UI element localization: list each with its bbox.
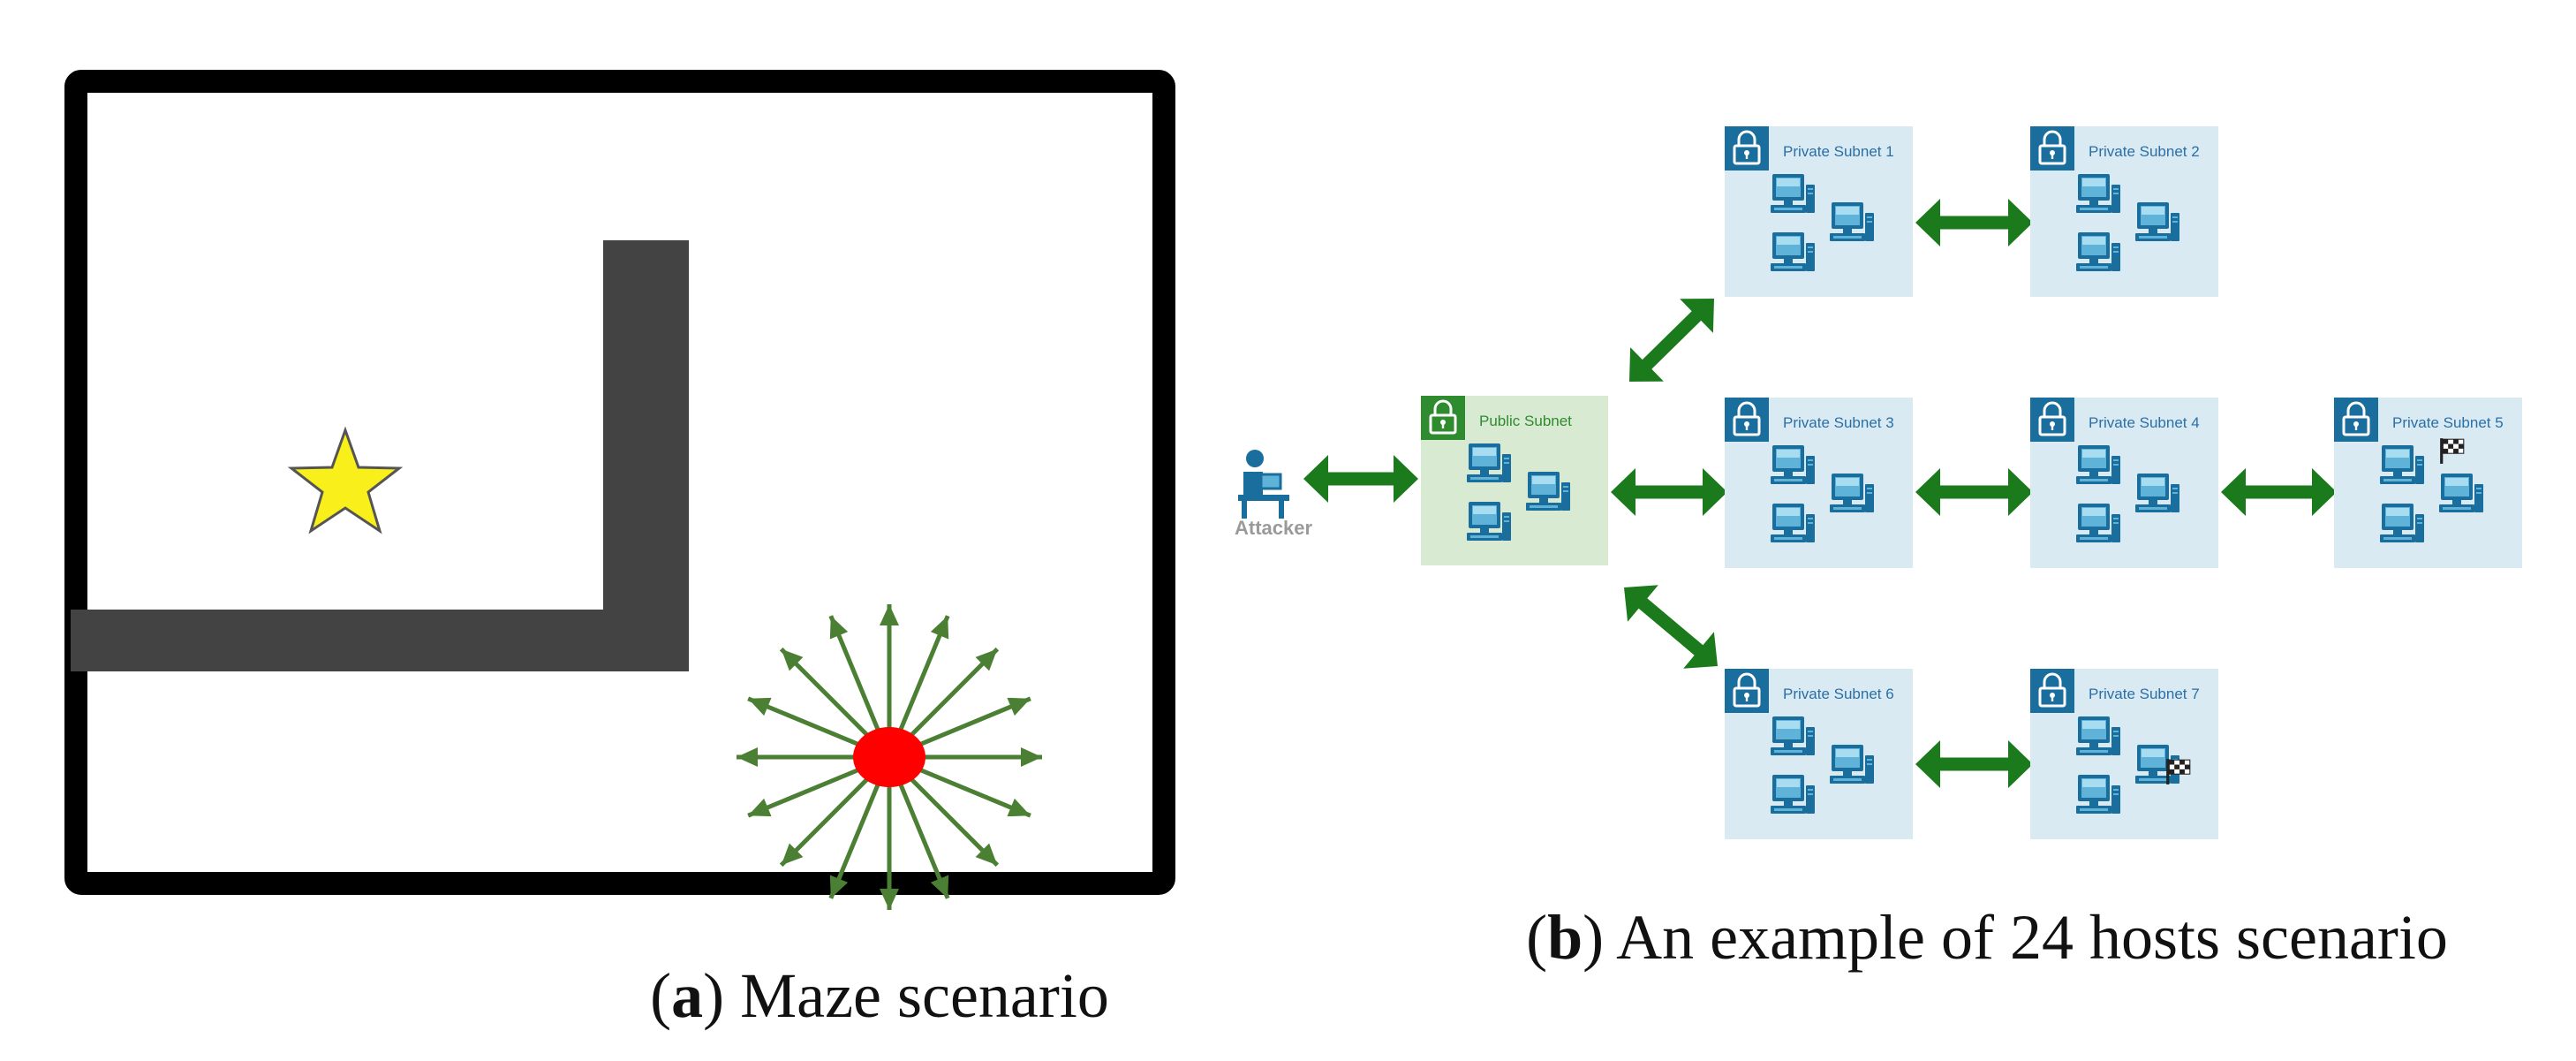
network-panel: Attacker Public Subnet Private Subnet 1 Pr… xyxy=(1235,126,2522,839)
link-subnet3-subnet4 xyxy=(1915,468,2033,516)
private-subnet-4-label: Private Subnet 4 xyxy=(2089,414,2200,431)
lock-icon xyxy=(2334,398,2378,442)
link-public-subnet6 xyxy=(1624,585,1718,669)
lock-icon xyxy=(1725,126,1769,171)
caption-a: (a) Maze scenario xyxy=(650,960,1109,1031)
private-subnet-7: Private Subnet 7 xyxy=(2030,669,2218,839)
link-public-subnet1 xyxy=(1629,299,1714,382)
action-arrows xyxy=(737,604,1042,910)
lock-icon xyxy=(1725,398,1769,442)
lock-icon xyxy=(2030,398,2074,442)
private-subnet-5: Private Subnet 5 xyxy=(2334,398,2522,568)
link-public-subnet3 xyxy=(1611,468,1727,516)
private-subnet-1-label: Private Subnet 1 xyxy=(1783,143,1894,160)
maze-wall-vertical xyxy=(603,240,689,671)
attacker-label: Attacker xyxy=(1235,517,1312,539)
maze-panel xyxy=(64,70,1175,910)
private-subnet-4: Private Subnet 4 xyxy=(2030,398,2218,568)
link-subnet4-subnet5 xyxy=(2221,468,2337,516)
public-subnet-label: Public Subnet xyxy=(1479,413,1572,429)
private-subnet-5-label: Private Subnet 5 xyxy=(2392,414,2504,431)
link-attacker-public xyxy=(1303,455,1418,503)
private-subnet-2: Private Subnet 2 xyxy=(2030,126,2218,297)
private-subnet-3-label: Private Subnet 3 xyxy=(1783,414,1894,431)
lock-icon xyxy=(2030,126,2074,171)
link-subnet6-subnet7 xyxy=(1915,740,2033,788)
lock-icon xyxy=(1725,669,1769,713)
maze-border xyxy=(64,70,1175,895)
subnets: Public Subnet Private Subnet 1 Private Sub… xyxy=(1421,126,2522,839)
link-subnet1-subnet2 xyxy=(1915,199,2033,246)
private-subnet-6: Private Subnet 6 xyxy=(1725,669,1913,839)
agent-icon xyxy=(853,727,925,787)
attacker-icon xyxy=(1238,450,1289,519)
network-links xyxy=(1303,199,2337,788)
lock-icon xyxy=(1421,396,1465,440)
caption-b: (b) An example of 24 hosts scenario xyxy=(1526,902,2448,973)
private-subnet-2-label: Private Subnet 2 xyxy=(2089,143,2200,160)
lock-icon xyxy=(2030,669,2074,713)
public-subnet: Public Subnet xyxy=(1421,396,1608,565)
private-subnet-1: Private Subnet 1 xyxy=(1725,126,1913,297)
goal-star-icon xyxy=(287,426,404,534)
maze-wall-horizontal xyxy=(71,610,689,671)
private-subnet-7-label: Private Subnet 7 xyxy=(2089,686,2200,702)
private-subnet-6-label: Private Subnet 6 xyxy=(1783,686,1894,702)
private-subnet-3: Private Subnet 3 xyxy=(1725,398,1913,568)
